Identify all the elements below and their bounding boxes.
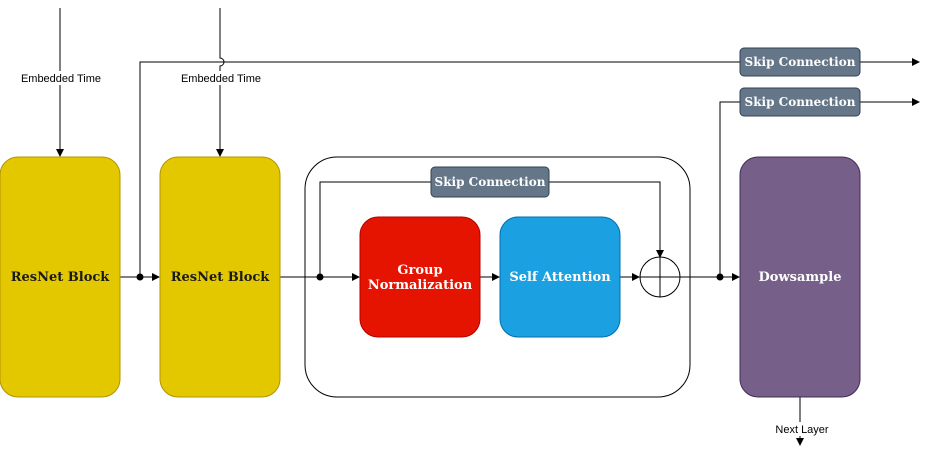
junction-dot-1 (136, 273, 144, 281)
resnet-block-1: ResNet Block (0, 156, 121, 398)
junction-dot-3 (716, 273, 724, 281)
top-skip-branch (139, 61, 740, 277)
self-attention-block: Self Attention (499, 216, 621, 338)
connection-wires (56, 8, 920, 446)
resnet-block-2: ResNet Block (159, 156, 281, 398)
skip-connection-top: Skip Connection (739, 47, 861, 77)
resnet-block-1-label: ResNet Block (11, 270, 111, 285)
group-norm-label-line1: Group (397, 263, 442, 278)
embedded-time-2: Embedded Time (178, 71, 264, 85)
downsample-block: Dowsample (739, 156, 861, 398)
skip-connection-inner-label: Skip Connection (435, 175, 546, 189)
skip-connection-inner: Skip Connection (430, 166, 550, 198)
group-normalization-block: Group Normalization (359, 216, 481, 338)
inner-skip-left (319, 181, 431, 277)
next-layer: Next Layer (772, 422, 830, 436)
inner-skip-right (549, 181, 664, 258)
self-attention-label: Self Attention (509, 270, 611, 285)
skip-connection-second: Skip Connection (739, 87, 861, 117)
junction-dot-2 (316, 273, 324, 281)
embedded-time-1-label: Embedded Time (21, 73, 101, 85)
skip-connection-second-label: Skip Connection (745, 95, 856, 109)
skip-connection-top-label: Skip Connection (745, 55, 856, 69)
embedded-time-2-label: Embedded Time (181, 73, 261, 85)
next-layer-label: Next Layer (775, 424, 829, 436)
second-skip-branch (719, 101, 740, 277)
sum-node (639, 256, 681, 298)
downsample-label: Dowsample (759, 270, 842, 285)
group-norm-label-line2: Normalization (368, 278, 473, 293)
resnet-block-2-label: ResNet Block (171, 270, 271, 285)
embedded-time-1: Embedded Time (18, 71, 102, 85)
